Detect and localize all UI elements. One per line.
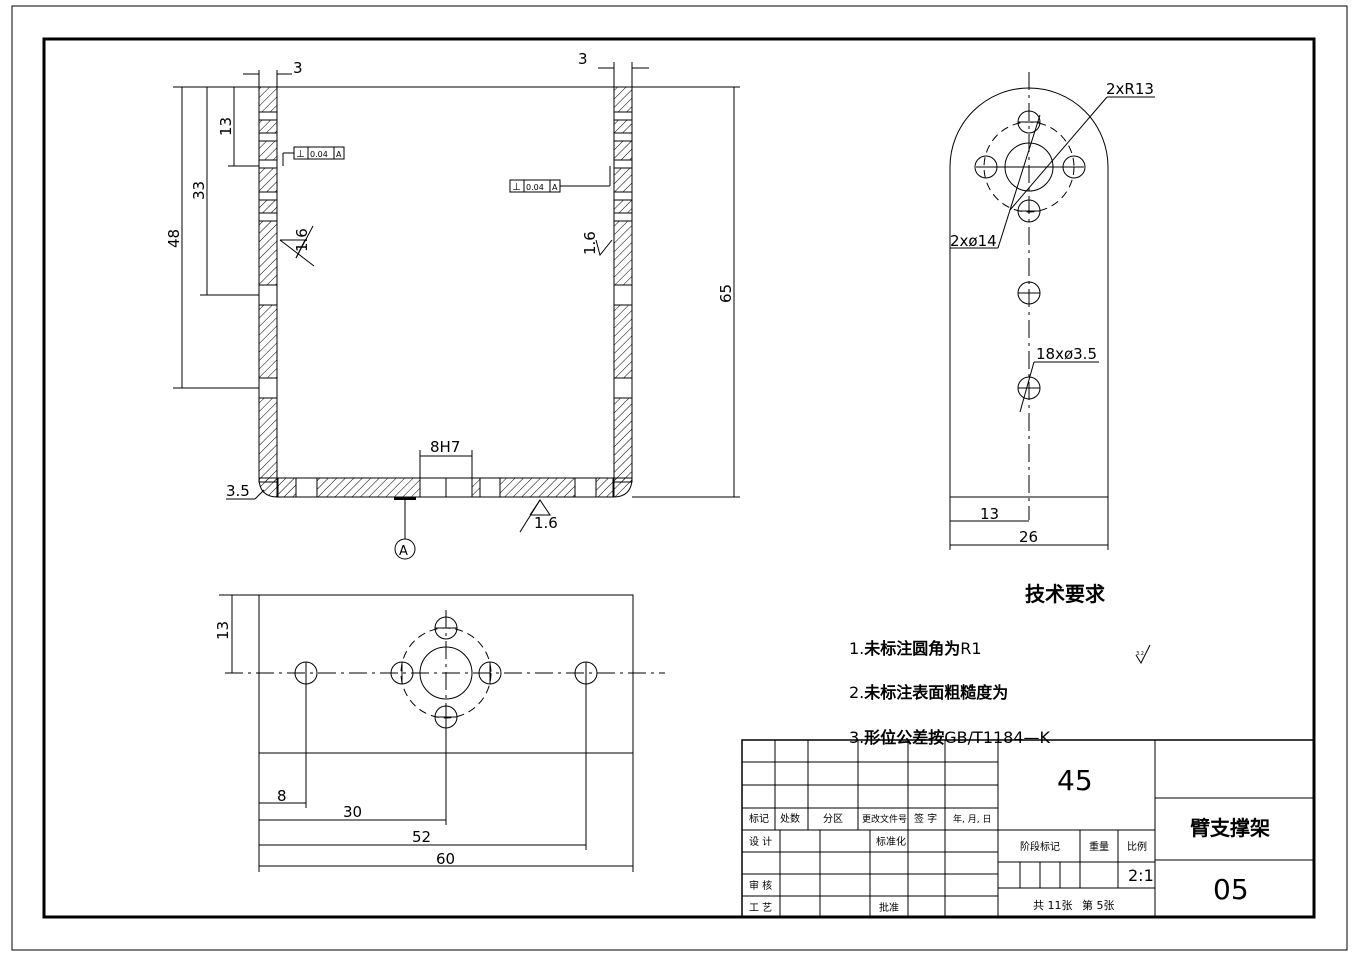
svg-text:3.2: 3.2 [1136, 651, 1144, 657]
svg-text:A: A [336, 150, 342, 159]
tb-material: 45 [1057, 764, 1093, 797]
dim-height-65: 65 [717, 284, 735, 303]
tb-header-zone: 分区 [823, 813, 843, 825]
dim-half-width: 13 [980, 505, 999, 523]
dim-width: 26 [1019, 528, 1038, 546]
front-view: 3 3 13 33 48 65 3.5 8H7 [165, 50, 740, 560]
tb-design: 设 计 [749, 835, 772, 848]
tb-drawing-no: 05 [1213, 873, 1249, 906]
dim-radius-r13: 2xR13 [1106, 80, 1154, 98]
dim-small-holes: 18xø3.5 [1036, 345, 1097, 363]
dim-slot-8h7: 8H7 [430, 438, 460, 456]
roughness-bottom: 1.6 [534, 514, 558, 532]
dim-hole-13: 13 [217, 117, 235, 136]
tolerance-frame-right: ⊥ 0.04 A [509, 166, 611, 193]
tech-title: 技术要求 [1025, 582, 1106, 606]
svg-text:⊥: ⊥ [296, 149, 305, 160]
outer-border [11, 5, 1348, 951]
tb-sheet-no: 第 5张 [1082, 898, 1115, 912]
dim-offset-13: 13 [214, 621, 232, 640]
tb-header-mark: 标记 [749, 813, 769, 825]
tb-header-change-doc: 更改文件号 [862, 813, 907, 825]
tech-item-3: 3.形位公差按GB/T1184—K [849, 728, 1051, 747]
tb-stage-mark: 阶段标记 [1020, 840, 1060, 853]
svg-text:0.04: 0.04 [526, 183, 544, 192]
tb-standardize: 标准化 [876, 835, 906, 848]
roughness-left: 1.6 [293, 228, 311, 252]
roughness-right: 1.6 [581, 231, 599, 255]
dim-thickness-right: 3 [578, 50, 588, 68]
dim-d52: 52 [412, 828, 431, 846]
svg-text:0.04: 0.04 [310, 150, 328, 159]
datum-a: A [399, 544, 408, 559]
dim-d8: 8 [277, 787, 287, 805]
inner-border [42, 37, 1316, 919]
dim-large-holes: 2xø14 [950, 232, 997, 250]
tb-scale: 2:1 [1128, 866, 1154, 885]
tolerance-frame-left: ⊥ 0.04 A [282, 146, 345, 166]
bottom-view: 13 8 30 52 60 [214, 594, 665, 872]
svg-text:⊥: ⊥ [512, 182, 521, 193]
roughness-general-symbol: 3.2 [1135, 644, 1151, 665]
dim-d30: 30 [343, 803, 362, 821]
dim-bend-radius: 3.5 [226, 482, 250, 500]
tb-weight: 重量 [1089, 840, 1109, 853]
tech-requirements: 技术要求 1.未标注圆角为R1 2.未标注表面粗糙度为 3.形位公差按GB/T1… [849, 582, 1151, 747]
tech-item-1: 1.未标注圆角为R1 [849, 639, 982, 658]
tb-review: 审 核 [749, 879, 772, 892]
tb-header-date: 年, 月, 日 [953, 813, 991, 825]
tb-header-sign: 签 字 [914, 812, 937, 825]
tb-approve: 批准 [879, 901, 899, 914]
tb-process: 工 艺 [749, 902, 772, 914]
title-block: 标记 处数 分区 更改文件号 签 字 年, 月, 日 设 计 标准化 审 核 工… [741, 739, 1315, 918]
dim-thickness-left: 3 [293, 59, 303, 77]
tb-part-name: 臂支撑架 [1190, 816, 1270, 840]
tech-item-2: 2.未标注表面粗糙度为 [849, 683, 1008, 702]
tb-sheets-total: 共 11张 [1033, 899, 1073, 912]
dim-hole-33: 33 [190, 181, 208, 200]
tb-header-count: 处数 [780, 812, 800, 825]
svg-text:A: A [552, 183, 558, 192]
dim-d60: 60 [436, 850, 455, 868]
tb-scale-label: 比例 [1127, 840, 1147, 853]
side-view: 2xR13 2xø14 18xø3.5 13 26 [949, 72, 1155, 550]
dim-hole-48: 48 [165, 229, 183, 248]
